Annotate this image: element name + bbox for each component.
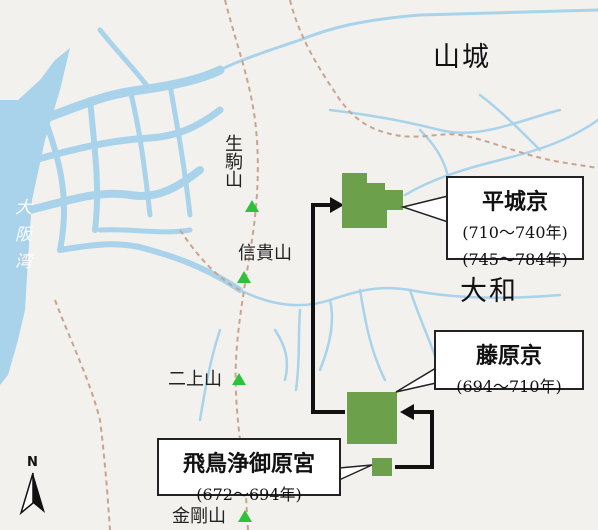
heijo-kyo-name: 平城京 xyxy=(481,190,548,215)
callout-asuka-palace: 飛鳥浄御原宮 (672〜694年) xyxy=(157,438,341,504)
fujiwara-kyo-name: 藤原京 xyxy=(475,344,542,369)
province-borders xyxy=(54,0,598,530)
nijo-marker xyxy=(232,373,246,385)
route-arrows xyxy=(311,203,434,469)
heijo-kyo-period-1: (710〜740年) xyxy=(462,223,568,242)
compass-label: N xyxy=(27,455,38,470)
north-arrow-icon xyxy=(19,472,45,515)
mountain-label-ikoma: 生駒山 xyxy=(222,134,243,188)
region-label-yamashiro: 山城 xyxy=(433,42,491,73)
arrowhead-fujiwara xyxy=(400,404,414,420)
callout-heijo-kyo: 平城京 (710〜740年) (745〜784年) xyxy=(446,176,584,269)
mountain-markers xyxy=(232,200,259,522)
route-asuka-to-fujiwara xyxy=(395,410,434,469)
shigi-marker xyxy=(237,271,251,283)
mountain-label-shigi: 信貴山 xyxy=(238,243,292,264)
mountain-label-nijo: 二上山 xyxy=(168,369,222,390)
asuka-palace-name: 飛鳥浄御原宮 xyxy=(182,452,315,477)
north-compass: N xyxy=(18,455,48,515)
osaka-bay-water xyxy=(0,48,70,385)
region-label-yamato: 大和 xyxy=(460,276,518,307)
ikoma-marker xyxy=(245,200,259,212)
asuka-palace-site xyxy=(372,458,392,476)
route-fujiwara-to-heijo xyxy=(311,203,345,414)
heijo-kyo-site xyxy=(342,173,403,228)
heijo-kyo-period-2: (745〜784年) xyxy=(462,250,568,269)
fujiwara-kyo-site xyxy=(347,392,397,444)
callout-fujiwara-kyo: 藤原京 (694〜710年) xyxy=(434,330,584,396)
asuka-palace-period: (672〜694年) xyxy=(196,485,302,504)
rivers xyxy=(198,93,598,422)
arrowhead-heijo xyxy=(330,197,344,213)
region-label-osaka-bay: 大阪湾 xyxy=(11,198,31,279)
kongo-marker xyxy=(238,510,252,522)
fujiwara-kyo-period: (694〜710年) xyxy=(456,377,562,396)
arrowheads xyxy=(330,197,414,420)
mountain-label-kongo: 金剛山 xyxy=(172,506,226,527)
